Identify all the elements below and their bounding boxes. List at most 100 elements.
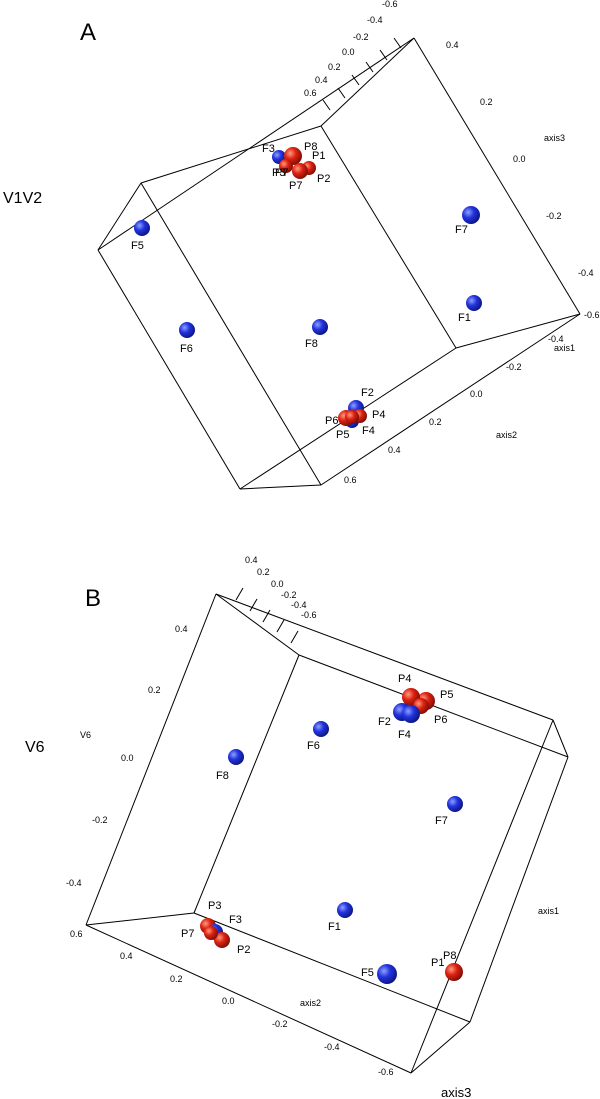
point-F5: [377, 964, 397, 984]
panel-b-edge: [193, 912, 471, 1023]
tick-label: 0.0: [513, 154, 526, 164]
point-label: P2: [237, 944, 250, 956]
point-label: P1: [431, 957, 444, 969]
panel-a-axis2-ticks: -0.4 axis1 -0.2 0.0 axis2 0.2 0.4 0.6: [344, 334, 575, 485]
panel-a-point-labels: F3 P8 P1 P3 P7 P2 P7 F5 F7 F6 F8 F1 F2 P…: [131, 141, 471, 441]
tick-label: 0.0: [121, 753, 134, 763]
tick-label: -0.6: [584, 310, 600, 320]
point-label: F6: [307, 740, 320, 752]
point-P2: [214, 932, 230, 948]
tick-label: -0.4: [578, 268, 594, 278]
tick-label: 0.4: [446, 40, 459, 50]
point-label: F5: [131, 240, 144, 252]
point-label: F6: [180, 343, 193, 355]
point-label: P7: [289, 180, 302, 192]
tick-label: 0.4: [245, 555, 258, 565]
point-F7: [462, 206, 480, 224]
tick-label: 0.6: [304, 88, 317, 98]
panel-b-edge: [193, 654, 300, 914]
panel-b-edge: [298, 654, 569, 758]
point-F5: [134, 220, 150, 236]
tick-label: 0.0: [271, 579, 284, 589]
point-label: P2: [317, 173, 330, 185]
axis-title: axis2: [496, 430, 517, 440]
point-label: F7: [435, 815, 448, 827]
point-label: P7: [181, 928, 194, 940]
tick-label: -0.4: [291, 600, 307, 610]
panel-a-letter: A: [80, 19, 96, 46]
panel-a-tick-mark: [351, 74, 360, 86]
panel-a-points: [134, 147, 482, 428]
point-F6: [179, 322, 195, 338]
panel-b-edge: [85, 924, 412, 1074]
point-label: P6: [434, 714, 447, 726]
axis-title: axis3: [441, 1085, 471, 1099]
panel-a-tick-mark: [379, 49, 388, 61]
panel-a-edge: [320, 37, 415, 127]
tick-label: -0.6: [382, 0, 398, 9]
panel-b-points: [200, 688, 463, 984]
panel-a-tick-mark: [393, 37, 402, 49]
point-F8: [312, 319, 328, 335]
point-label: F8: [305, 338, 318, 350]
panel-b-edge: [85, 912, 195, 926]
point-F7: [447, 796, 463, 812]
tick-label: 0.0: [470, 389, 483, 399]
point-F8: [228, 749, 244, 765]
point-label: F3: [229, 914, 242, 926]
point-P3: [279, 159, 293, 173]
panel-a-axis3-ticks: 0.4 0.2 axis3 0.0 -0.2 -0.4 -0.6: [446, 40, 600, 320]
panel-b-edge: [552, 719, 569, 758]
panel-a-edge: [413, 37, 581, 315]
panel-b-edge: [215, 593, 554, 721]
panel-a-edge: [97, 182, 142, 251]
point-F6: [313, 721, 329, 737]
panel-a-box: [97, 37, 581, 490]
panel-b-tick-mark: [290, 630, 299, 644]
axis-title: axis1: [538, 906, 559, 916]
tick-label: 0.4: [315, 75, 328, 85]
point-label: P8: [443, 950, 456, 962]
point-label: F2: [378, 716, 391, 728]
point-label: P5: [440, 689, 453, 701]
axis-title: axis2: [300, 998, 321, 1008]
panel-a-tick-mark: [337, 87, 346, 99]
tick-label: 0.2: [480, 97, 493, 107]
tick-label: -0.4: [367, 15, 383, 25]
panel-a-edge: [97, 37, 415, 251]
point-label: F3: [262, 143, 275, 155]
tick-label: -0.6: [378, 1067, 394, 1077]
point-label: P3: [208, 900, 221, 912]
panel-b-tick-mark: [262, 609, 271, 623]
axis-title: V6: [80, 730, 91, 740]
point-label: F2: [361, 387, 374, 399]
tick-label: 0.2: [328, 62, 341, 72]
axis-title: axis1: [554, 343, 575, 353]
tick-label: -0.2: [281, 590, 297, 600]
panel-b-box: [85, 587, 569, 1074]
point-label: P5: [336, 429, 349, 441]
point-label: P3: [272, 167, 285, 179]
point-P5: [345, 410, 359, 424]
panel-a-edge: [239, 484, 322, 490]
tick-label: -0.6: [301, 610, 317, 620]
panel-a-edge: [320, 313, 581, 486]
point-P1: [445, 963, 463, 981]
tick-label: 0.2: [257, 567, 270, 577]
point-F1: [466, 295, 482, 311]
tick-label: -0.4: [66, 878, 82, 888]
panel-b-point-labels: P4 P5 P6 F2 F4 F6 F8 F7 F1 P3 F3 P7 P2 F…: [181, 673, 456, 979]
panel-b-tick-mark: [249, 598, 258, 612]
point-label: F5: [361, 967, 374, 979]
tick-label: -0.2: [506, 362, 522, 372]
panel-b-edge: [410, 719, 554, 1074]
point-label: F7: [455, 224, 468, 236]
panel-a-edge: [97, 249, 241, 490]
point-label: F1: [328, 921, 341, 933]
panel-a: A V1V2 -0.6 -0.4 -0.2: [3, 0, 600, 490]
tick-label: 0.2: [429, 417, 442, 427]
tick-label: 0.2: [148, 685, 161, 695]
tick-label: -0.2: [92, 815, 108, 825]
